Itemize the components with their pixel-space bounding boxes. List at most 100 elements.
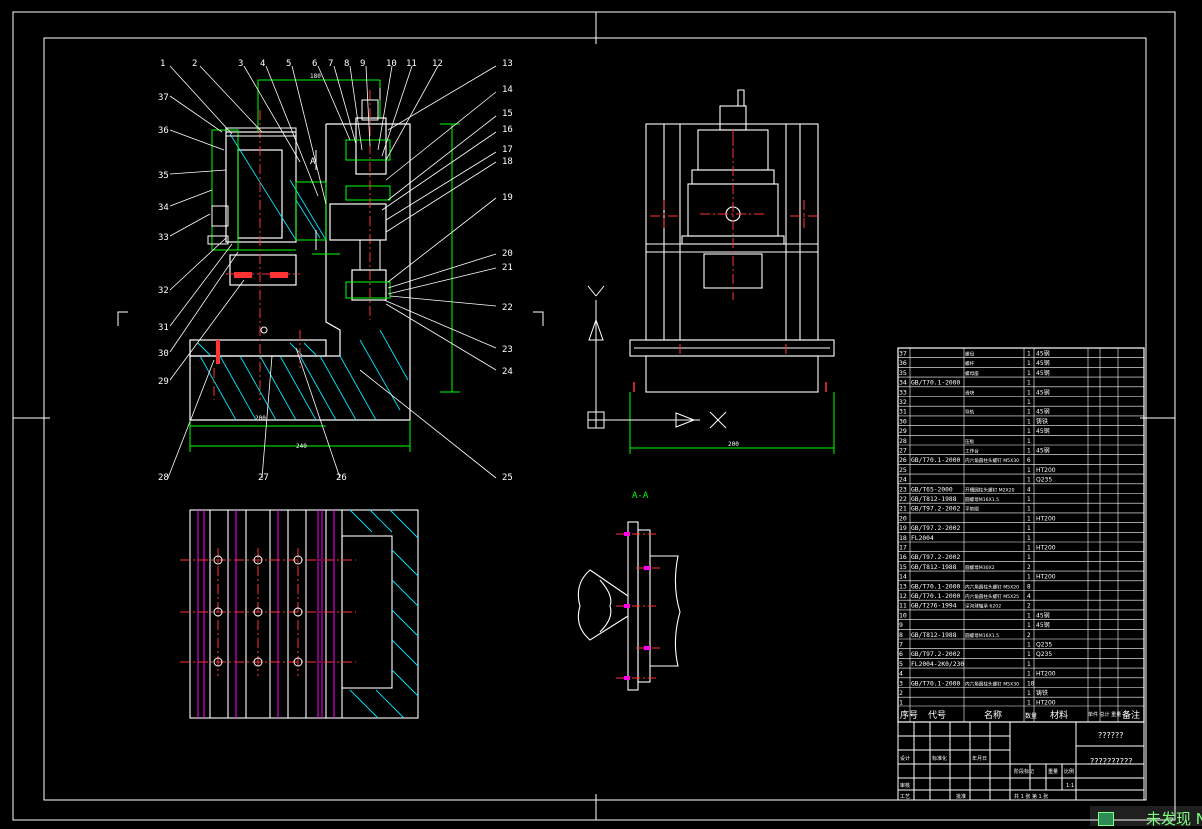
bom-cell-code: FL2004: [911, 535, 934, 542]
bom-cell-no: 20: [899, 514, 907, 522]
bom-cell-mat: HT200: [1036, 700, 1056, 707]
bom-cell-qty: 1: [1027, 360, 1031, 367]
section-a-a-view[interactable]: A-A: [577, 491, 681, 691]
bom-cell-no: 30: [899, 417, 907, 425]
bom-cell-qty: 1: [1027, 409, 1031, 416]
sheet-frame: [12, 11, 1176, 821]
bom-cell-no: 12: [899, 592, 907, 600]
bom-cell-code: GB/T812-1988: [911, 632, 957, 639]
bom-cell-code: GB/T65-2000: [911, 486, 953, 493]
front-centerlines: [650, 130, 818, 356]
callout-9: 9: [360, 59, 365, 69]
callout-29: 29: [158, 377, 169, 387]
bom-cell-name: 圆螺母M16X1.5: [965, 496, 999, 503]
callout-28: 28: [158, 473, 169, 483]
bom-cell-no: 28: [899, 437, 907, 445]
bom-cell-qty: 1: [1027, 554, 1031, 561]
bom-cell-name: 内六角圆柱头螺钉 M5X30: [965, 680, 1019, 687]
bom-cell-code: GB/T97.2-2002: [911, 506, 960, 513]
callout-leaders: [167, 65, 497, 479]
bom-cell-mat: 45钢: [1036, 408, 1050, 416]
callout-10: 10: [386, 59, 397, 69]
bom-cell-no: 6: [899, 650, 903, 658]
bom-cell-qty: 4: [1027, 486, 1031, 493]
title-stage-label: 阶段标记: [1014, 768, 1034, 775]
bom-cell-code: GB/T812-1988: [911, 496, 957, 503]
callout-15: 15: [502, 109, 513, 119]
title-name: ??????: [1098, 731, 1123, 740]
bom-cell-qty: 1: [1027, 477, 1031, 484]
title-block[interactable]: ?????? ?????????? 阶段标记 重量 比例 1:1 共 1 张 第…: [897, 721, 1145, 801]
bom-cell-name: 螺母: [965, 351, 975, 358]
dim-base-total: 240: [296, 443, 307, 450]
bom-cell-name: 内六角圆柱头螺钉 M5X20: [965, 583, 1019, 590]
bom-cell-no: 18: [899, 534, 907, 542]
bom-cell-code: GB/T70.1-2000: [911, 593, 960, 600]
title-scale-label: 比例: [1064, 768, 1074, 775]
bom-cell-qty: 1: [1027, 438, 1031, 445]
bom-cell-qty: 1: [1027, 642, 1031, 649]
callout-11: 11: [406, 59, 417, 69]
bom-cell-code: FL2004-2K0/230: [911, 661, 964, 668]
bom-cell-qty: 1: [1027, 661, 1031, 668]
bom-cell-qty: 1: [1027, 574, 1031, 581]
bom-cell-mat: 45钢: [1036, 359, 1050, 367]
bom-cell-qty: 1: [1027, 525, 1031, 532]
bom-cell-no: 1: [899, 699, 903, 707]
bom-cell-code: GB/T70.1-2000: [911, 680, 960, 687]
notification-text[interactable]: 未发现 N: [1146, 810, 1202, 828]
callout-1: 1: [160, 59, 165, 69]
bom-cell-qty: 1: [1027, 690, 1031, 697]
bom-header-name: 名称: [984, 709, 1002, 721]
bom-cell-name: 深沟球轴承 6202: [965, 603, 1001, 610]
green-details: [189, 79, 460, 452]
bom-cell-no: 15: [899, 563, 907, 571]
top-view[interactable]: [180, 509, 419, 719]
callout-35: 35: [158, 171, 169, 181]
bom-cell-mat: Q235: [1036, 477, 1052, 484]
bom-cell-mat: Q235: [1036, 651, 1052, 658]
callout-25: 25: [502, 473, 513, 483]
main-section-view[interactable]: A 180 200 240: [189, 73, 460, 452]
ucs-icon: [587, 285, 727, 429]
bom-cell-qty: 1: [1027, 506, 1031, 513]
bom-cell-no: 24: [899, 476, 907, 484]
bom-cell-no: 14: [899, 573, 907, 581]
callout-24: 24: [502, 367, 513, 377]
callout-14: 14: [502, 85, 513, 95]
notification-bar[interactable]: [1090, 806, 1202, 826]
callout-17: 17: [502, 145, 513, 155]
callout-23: 23: [502, 345, 513, 355]
bom-cell-mat: 45钢: [1036, 388, 1050, 396]
callouts-left: 37 36 35 34 33 32 31 30 29: [158, 93, 169, 387]
dim-front-width: 200: [728, 441, 739, 448]
bom-cell-qty: 1: [1027, 428, 1031, 435]
bom-cell-qty: 1: [1027, 651, 1031, 658]
bom-cell-no: 32: [899, 398, 907, 406]
bom-cell-name: 滑块: [965, 389, 975, 396]
bom-cell-mat: 45钢: [1036, 447, 1050, 455]
front-view[interactable]: 200: [587, 89, 835, 454]
bom-cell-no: 26: [899, 456, 907, 464]
callout-22: 22: [502, 303, 513, 313]
bom-cell-name: 平垫圈: [965, 506, 979, 513]
bom-cell-no: 25: [899, 466, 907, 474]
bom-cell-no: 7: [899, 641, 903, 649]
